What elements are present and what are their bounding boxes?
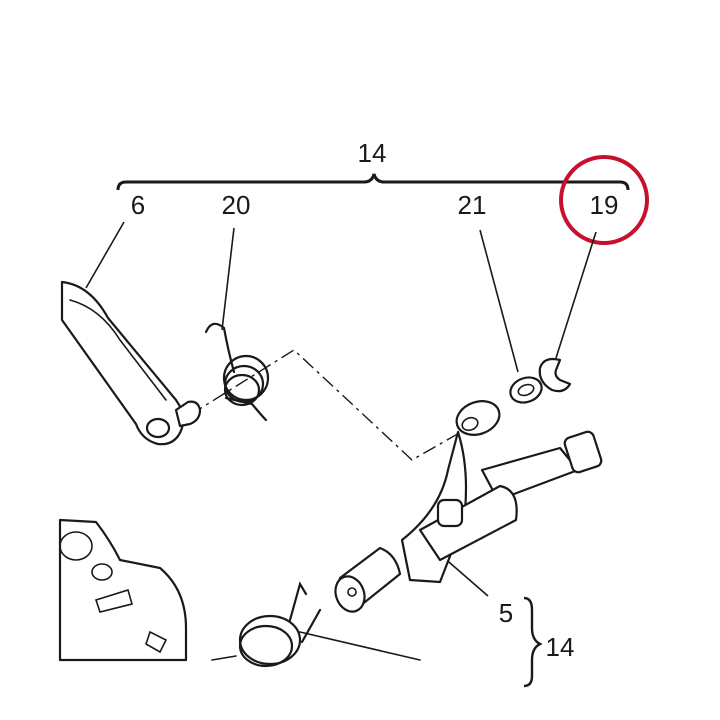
callout-19: 19 bbox=[590, 190, 619, 220]
callout-6: 6 bbox=[131, 190, 145, 220]
callout-14-assembly: 14 bbox=[358, 138, 387, 168]
callout-14-brace: 14 bbox=[546, 632, 575, 662]
callout-21: 21 bbox=[458, 190, 487, 220]
housing-fragment bbox=[58, 518, 188, 662]
part-20-torsion-spring bbox=[204, 322, 270, 422]
assembly-bracket-14 bbox=[116, 173, 630, 191]
part-5-shift-shaft bbox=[334, 400, 603, 613]
center-line bbox=[189, 349, 469, 461]
callout-20: 20 bbox=[222, 190, 251, 220]
highlight-circle bbox=[559, 155, 649, 245]
bottom-spring bbox=[211, 581, 421, 668]
callout-5: 5 bbox=[499, 598, 513, 628]
part-21-washer bbox=[509, 376, 543, 404]
brace bbox=[523, 596, 543, 688]
part-6-lever-arm bbox=[60, 280, 202, 446]
part-19-e-clip bbox=[538, 357, 572, 393]
leader-lines bbox=[85, 221, 597, 597]
